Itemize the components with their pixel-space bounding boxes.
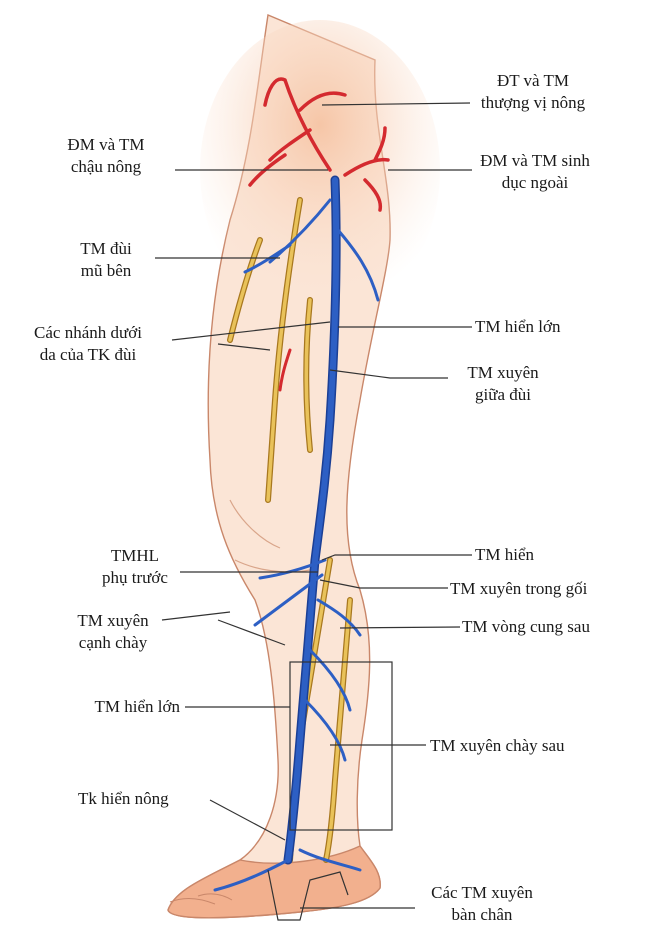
label-saphenous-text: TM hiển — [475, 544, 585, 566]
label-great-saphenous-lower-text: TM hiển lớn — [40, 696, 180, 718]
label-lateral-femoral: TM đùi mũ bên — [60, 238, 152, 282]
label-accessory-line2: phụ trước — [80, 567, 190, 589]
label-paratibial-line1: TM xuyên — [58, 610, 168, 632]
label-posterior-tibial-perforator: TM xuyên chày sau — [430, 735, 620, 757]
label-superficial-saphenous-nerve: Tk hiển nông — [78, 788, 218, 810]
label-femoral-nerve-line2: da của TK đùi — [6, 344, 170, 366]
label-epigastric: ĐT và TM thượng vị nông — [458, 70, 608, 114]
label-lateral-femoral-line2: mũ bên — [60, 260, 152, 282]
label-accessory-line1: TMHL — [80, 545, 190, 567]
label-pudendal-line2: dục ngoài — [460, 172, 610, 194]
label-accessory-anterior: TMHL phụ trước — [80, 545, 190, 589]
label-iliac-line2: chậu nông — [42, 156, 170, 178]
label-femoral-nerve-branches: Các nhánh dưới da của TK đùi — [6, 322, 170, 366]
label-epigastric-line1: ĐT và TM — [458, 70, 608, 92]
label-posterior-arch: TM vòng cung sau — [462, 616, 647, 638]
label-posterior-arch-text: TM vòng cung sau — [462, 616, 647, 638]
label-knee-perforator: TM xuyên trong gối — [450, 578, 645, 600]
label-knee-perforator-text: TM xuyên trong gối — [450, 578, 645, 600]
label-posterior-tibial-text: TM xuyên chày sau — [430, 735, 620, 757]
label-pudendal: ĐM và TM sinh dục ngoài — [460, 150, 610, 194]
label-femoral-nerve-line1: Các nhánh dưới — [6, 322, 170, 344]
label-foot-perforators: Các TM xuyên bàn chân — [408, 882, 556, 926]
label-great-saphenous-lower: TM hiển lớn — [40, 696, 180, 718]
label-paratibial-perforator: TM xuyên cạnh chày — [58, 610, 168, 654]
label-great-saphenous-upper: TM hiển lớn — [475, 316, 605, 338]
label-paratibial-line2: cạnh chày — [58, 632, 168, 654]
label-iliac-line1: ĐM và TM — [42, 134, 170, 156]
label-superficial-nerve-text: Tk hiển nông — [78, 788, 218, 810]
label-great-saphenous-upper-text: TM hiển lớn — [475, 316, 605, 338]
label-mid-thigh-line2: giữa đùi — [448, 384, 558, 406]
label-mid-thigh-perforator: TM xuyên giữa đùi — [448, 362, 558, 406]
label-foot-perforators-line1: Các TM xuyên — [408, 882, 556, 904]
label-lateral-femoral-line1: TM đùi — [60, 238, 152, 260]
label-epigastric-line2: thượng vị nông — [458, 92, 608, 114]
label-saphenous: TM hiển — [475, 544, 585, 566]
label-iliac: ĐM và TM chậu nông — [42, 134, 170, 178]
label-mid-thigh-line1: TM xuyên — [448, 362, 558, 384]
label-foot-perforators-line2: bàn chân — [408, 904, 556, 926]
label-pudendal-line1: ĐM và TM sinh — [460, 150, 610, 172]
